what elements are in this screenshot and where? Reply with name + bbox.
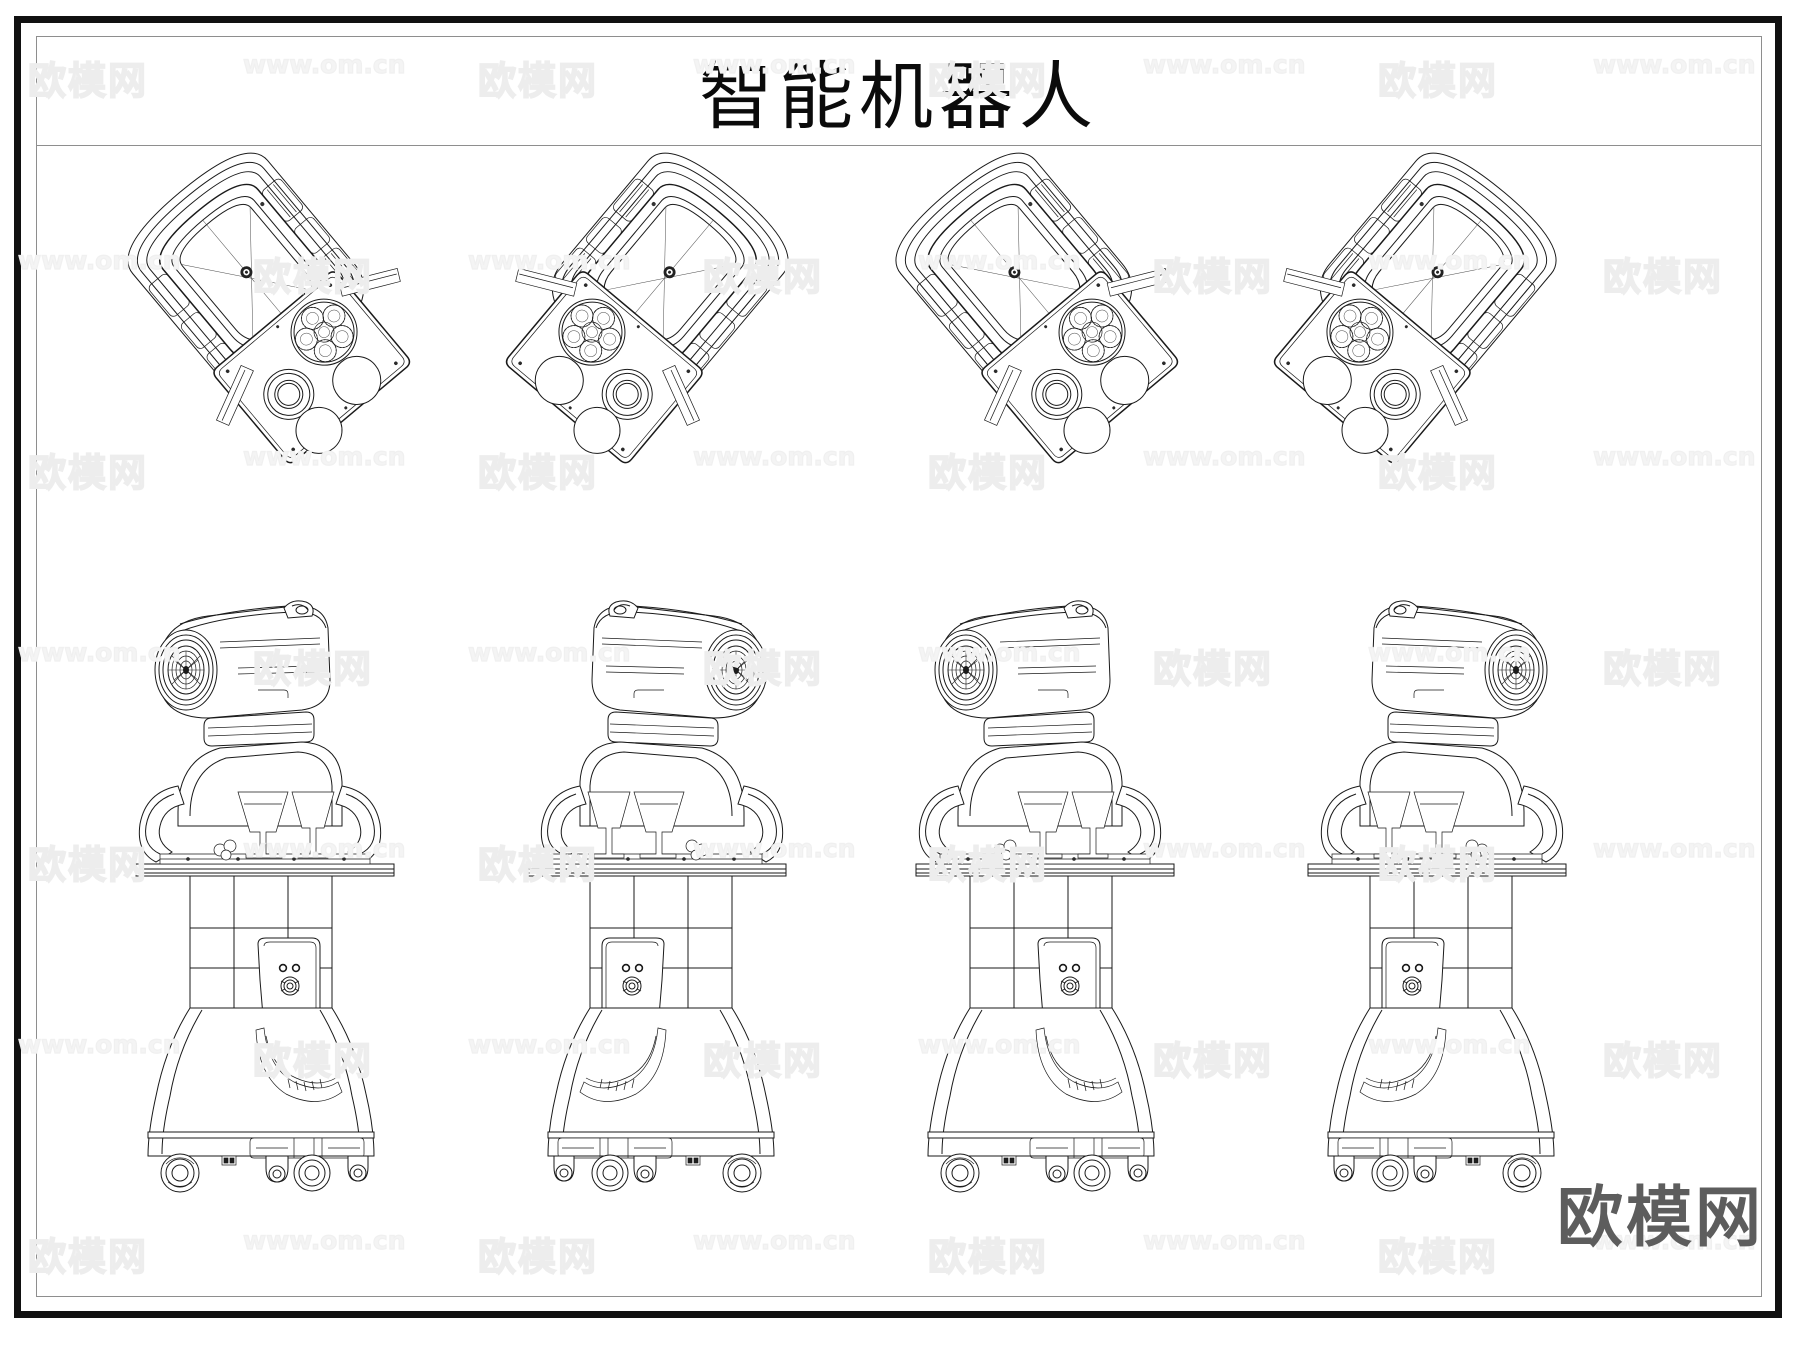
brand-watermark: 欧模网 — [1557, 1179, 1764, 1256]
sheet-inner-border — [36, 36, 1762, 1297]
